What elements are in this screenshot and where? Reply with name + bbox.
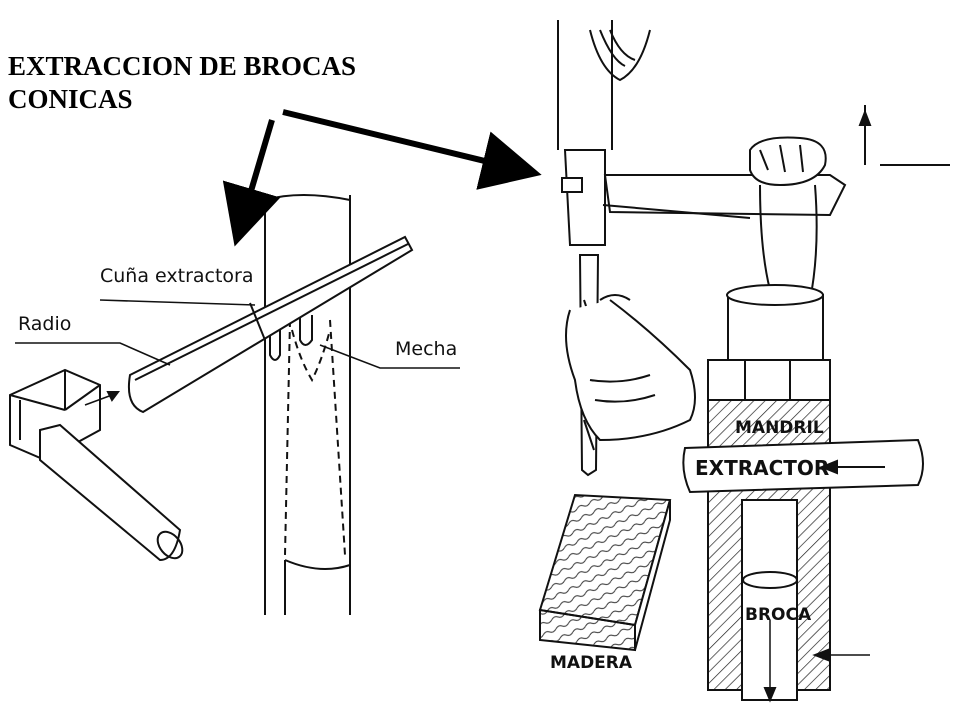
chuck-body (707, 284, 870, 703)
left-figure (9, 194, 460, 615)
wedge-leader (99, 299, 256, 306)
right-figure (538, 20, 950, 703)
drift-slot (269, 330, 281, 361)
label-radius: Radio (18, 313, 71, 335)
spindle-shaft (264, 194, 351, 615)
callout-arrow-right (282, 109, 542, 190)
title-line-2: CONICAS (8, 84, 133, 114)
bit-leader (319, 344, 460, 369)
label-drill: BROCA (745, 605, 812, 625)
upper-spindle (557, 20, 651, 246)
title-line-1: EXTRACCION DE BROCAS (8, 51, 357, 81)
label-wedge: Cuña extractora (100, 265, 254, 287)
upper-drift-with-hand (602, 105, 950, 301)
callout-arrow-left (222, 119, 281, 247)
hammer (9, 368, 184, 562)
drift-wedge (127, 235, 414, 414)
extractor-bar (682, 438, 924, 494)
callout-arrows (222, 109, 542, 247)
radius-leader (15, 342, 171, 366)
label-bit: Mecha (395, 338, 457, 360)
held-drill (565, 254, 696, 477)
label-extractor: EXTRACTOR (695, 456, 829, 480)
diagram-title: EXTRACCION DE BROCAS CONICAS (8, 50, 356, 116)
wood-block (538, 493, 672, 652)
label-chuck: MANDRIL (735, 418, 824, 438)
label-wood: MADERA (550, 653, 633, 673)
taper-bit-hidden (284, 319, 346, 556)
